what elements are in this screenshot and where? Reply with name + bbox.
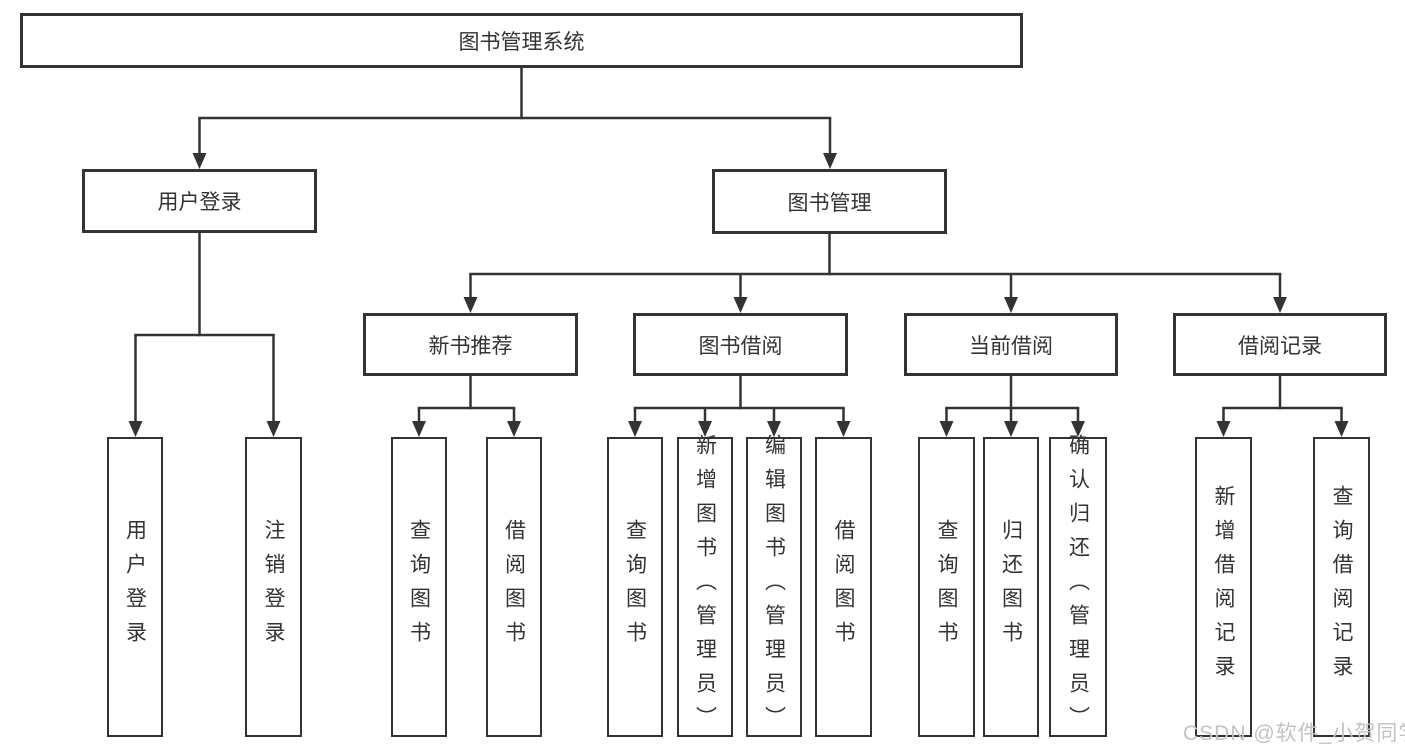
leaf-br-add-borrow-record: 新增借阅记录 [1195, 437, 1252, 737]
edge-user-login-to-leaves [128, 233, 281, 437]
edge-borrow-records-to-leaves [1216, 376, 1349, 437]
leaf-bb-borrow-books: 借阅图书 [815, 437, 872, 737]
node-current-borrow: 当前借阅 [904, 313, 1118, 376]
leaf-logout: 注销登录 [245, 437, 302, 737]
leaf-bb-edit-books-admin: 编辑图书（管理员） [746, 434, 802, 740]
edge-current-borrow-to-leaves [939, 376, 1085, 437]
leaf-cb-return-books: 归还图书 [983, 437, 1039, 737]
node-book-borrow: 图书借阅 [633, 313, 848, 376]
leaf-bb-query-books: 查询图书 [607, 437, 663, 737]
leaf-nbr-borrow-books: 借阅图书 [486, 437, 542, 737]
leaf-br-query-borrow-record: 查询借阅记录 [1313, 437, 1370, 737]
leaf-cb-query-books: 查询图书 [918, 437, 975, 737]
node-root-library-system: 图书管理系统 [20, 13, 1023, 68]
leaf-cb-confirm-return-admin: 确认归还（管理员） [1049, 434, 1107, 740]
node-borrow-records: 借阅记录 [1173, 313, 1387, 376]
csdn-watermark: CSDN @软件_小贺同学 [1183, 722, 1405, 745]
leaf-nbr-query-books: 查询图书 [391, 437, 447, 737]
edge-book-borrow-to-leaves [628, 376, 851, 437]
leaf-bb-add-books-admin: 新增图书（管理员） [677, 434, 733, 740]
leaf-user-login: 用户登录 [107, 437, 163, 737]
edge-new-book-recommend-to-leaves [412, 376, 521, 437]
node-book-management: 图书管理 [712, 169, 947, 234]
node-new-book-recommend: 新书推荐 [363, 313, 578, 376]
edge-root-to-level2 [192, 68, 837, 169]
node-user-login: 用户登录 [82, 169, 317, 233]
edge-book-management-to-level3 [463, 234, 1287, 313]
